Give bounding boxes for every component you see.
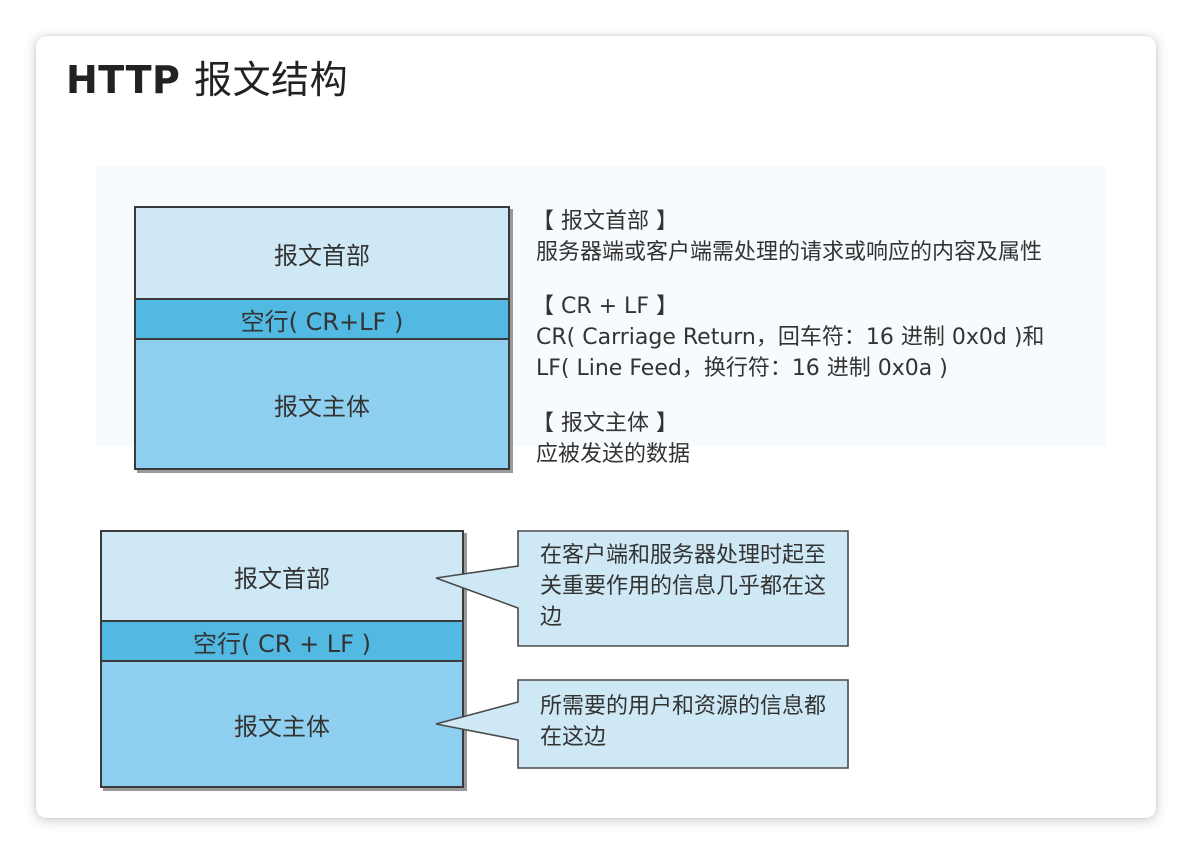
page-title: HTTP 报文结构 — [66, 56, 348, 104]
description-body: 【 报文主体 】 应被发送的数据 — [532, 408, 690, 470]
description-crlf-heading: 【 CR + LF 】 — [532, 294, 678, 319]
description-crlf-line-1: CR( Carriage Return，回车符：16 进制 0x0d )和 — [536, 325, 1045, 350]
segment-body-label: 报文主体 — [274, 392, 370, 421]
description-body-heading: 【 报文主体 】 — [532, 411, 678, 436]
description-header-line: 服务器端或客户端需处理的请求或响应的内容及属性 — [536, 240, 1043, 265]
segment-blank-line: 空行( CR+LF ) — [136, 298, 508, 340]
description-crlf: 【 CR + LF 】 CR( Carriage Return，回车符：16 进… — [532, 291, 1044, 384]
description-body-line: 应被发送的数据 — [536, 442, 691, 467]
segment-message-body: 报文主体 — [102, 662, 462, 786]
callout-header-text: 在客户端和服务器处理时起至关重要作用的信息几乎都在这边 — [540, 543, 827, 630]
description-header: 【 报文首部 】 服务器端或客户端需处理的请求或响应的内容及属性 — [532, 206, 1042, 268]
segment-message-header: 报文首部 — [136, 208, 508, 298]
segment-header-label: 报文首部 — [234, 564, 330, 593]
segment-crlf-label: 空行( CR+LF ) — [240, 307, 404, 336]
description-crlf-line-2: LF( Line Feed，换行符：16 进制 0x0a ) — [536, 356, 948, 381]
segment-blank-line: 空行( CR + LF ) — [102, 620, 462, 662]
title-en: HTTP — [66, 58, 181, 102]
segment-message-header: 报文首部 — [102, 532, 462, 620]
message-stack-bottom: 报文首部 空行( CR + LF ) 报文主体 — [100, 530, 464, 788]
message-stack-top: 报文首部 空行( CR+LF ) 报文主体 — [134, 206, 510, 470]
segment-header-label: 报文首部 — [274, 241, 370, 270]
callout-body-text: 所需要的用户和资源的信息都在这边 — [540, 694, 827, 750]
segment-body-label: 报文主体 — [234, 712, 330, 741]
description-header-heading: 【 报文首部 】 — [532, 209, 678, 234]
segment-crlf-label: 空行( CR + LF ) — [193, 629, 371, 658]
content-card: HTTP 报文结构 报文首部 空行( CR+LF ) 报文主体 【 报文首部 】… — [36, 36, 1156, 818]
segment-message-body: 报文主体 — [136, 340, 508, 468]
title-cn: 报文结构 — [194, 58, 349, 102]
top-figure: 报文首部 空行( CR+LF ) 报文主体 【 报文首部 】 服务器端或客户端需… — [96, 166, 1106, 470]
